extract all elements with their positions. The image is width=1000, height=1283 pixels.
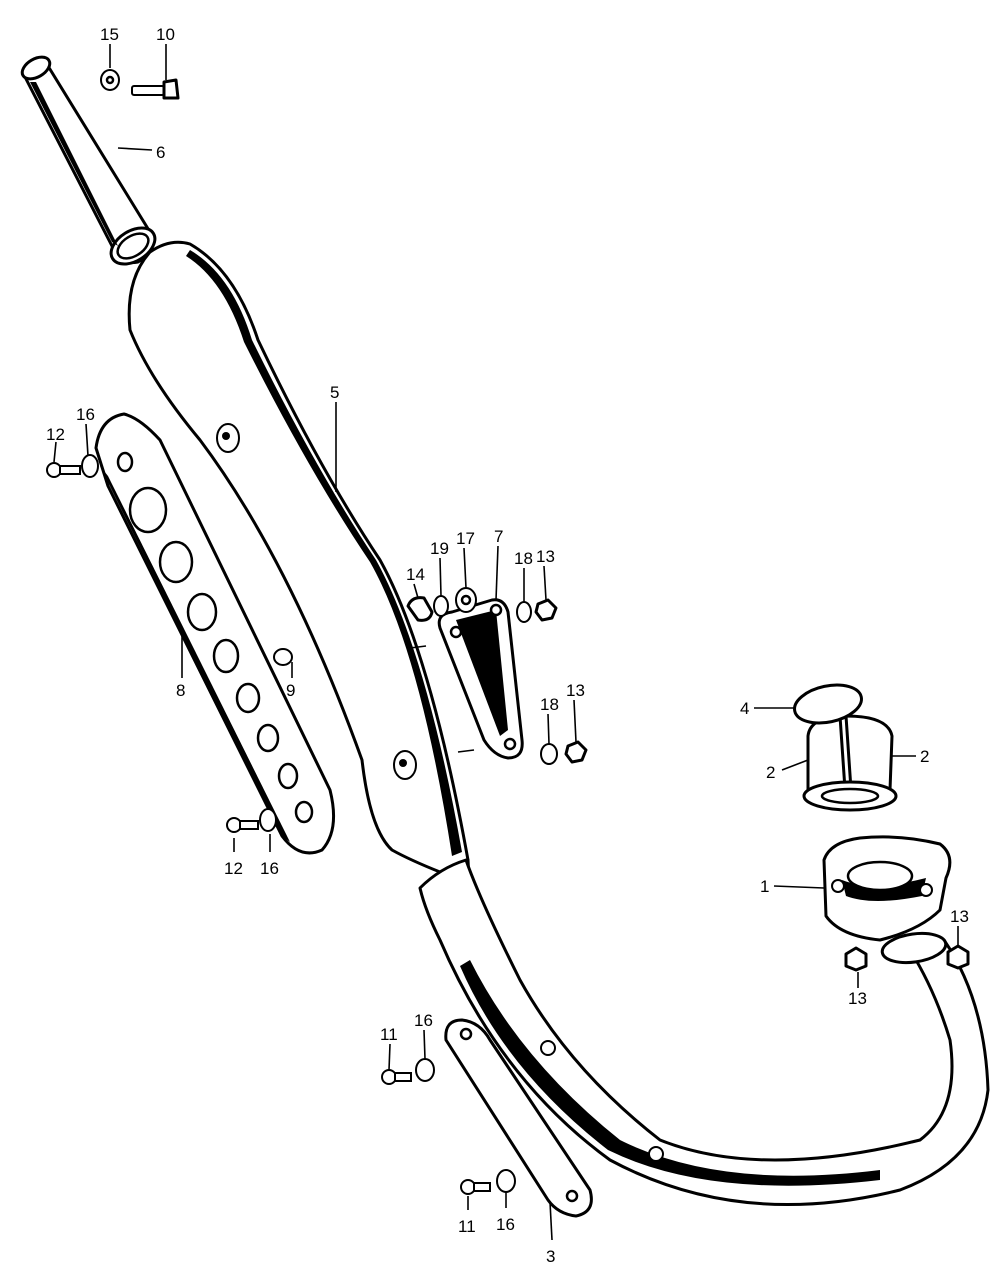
nut [534, 598, 558, 622]
callout-11: 11 [380, 1025, 398, 1044]
screw [226, 817, 259, 833]
callout-10: 10 [156, 25, 175, 44]
stud [273, 648, 293, 666]
callout-18: 18 [540, 695, 559, 714]
callout-14: 14 [406, 565, 425, 584]
bolt [131, 78, 180, 100]
callout-8: 8 [176, 681, 185, 700]
callout-17: 17 [456, 529, 475, 548]
callout-2: 2 [920, 747, 929, 766]
callout-12: 12 [46, 425, 65, 444]
callout-12: 12 [224, 859, 243, 878]
heat-shield [94, 412, 336, 855]
callout-16: 16 [76, 405, 95, 424]
washer [516, 601, 532, 623]
split-collar [802, 714, 898, 812]
o-ring [793, 683, 863, 725]
mounting-bracket [409, 598, 524, 760]
callout-16: 16 [414, 1011, 433, 1030]
callout-9: 9 [286, 681, 295, 700]
callout-13: 13 [950, 907, 969, 926]
nut [844, 946, 868, 972]
tail-pipe [20, 55, 157, 266]
exhaust-pipe [418, 858, 990, 1206]
cap-nut [406, 596, 434, 622]
callout-18: 18 [514, 549, 533, 568]
callout-16: 16 [496, 1215, 515, 1234]
callout-3: 3 [546, 1247, 555, 1266]
screw [46, 462, 81, 478]
callout-7: 7 [494, 527, 503, 546]
callout-2: 2 [766, 763, 775, 782]
callout-19: 19 [430, 539, 449, 558]
washer [259, 808, 277, 832]
exhaust-flange [822, 835, 952, 942]
washer [496, 1169, 516, 1193]
hardware-parts [46, 69, 970, 1195]
washer [81, 454, 99, 478]
callout-13: 13 [566, 681, 585, 700]
callout-13: 13 [848, 989, 867, 1008]
screw [381, 1069, 412, 1085]
callout-15: 15 [100, 25, 119, 44]
screw [460, 1179, 491, 1195]
rear-bracket [444, 1018, 593, 1218]
leader-lines [53, 44, 959, 1241]
callout-4: 4 [740, 699, 749, 718]
callout-13: 13 [536, 547, 555, 566]
nut [946, 944, 970, 970]
callout-5: 5 [330, 383, 339, 402]
washer [415, 1058, 435, 1082]
callout-labels: 15 10 6 5 16 12 8 9 14 19 17 7 18 13 18 … [46, 25, 969, 1266]
callout-1: 1 [760, 877, 769, 896]
nut [564, 740, 588, 764]
washer [540, 743, 558, 765]
callout-6: 6 [156, 143, 165, 162]
washer [433, 595, 449, 617]
callout-16: 16 [260, 859, 279, 878]
callout-11: 11 [458, 1217, 476, 1236]
